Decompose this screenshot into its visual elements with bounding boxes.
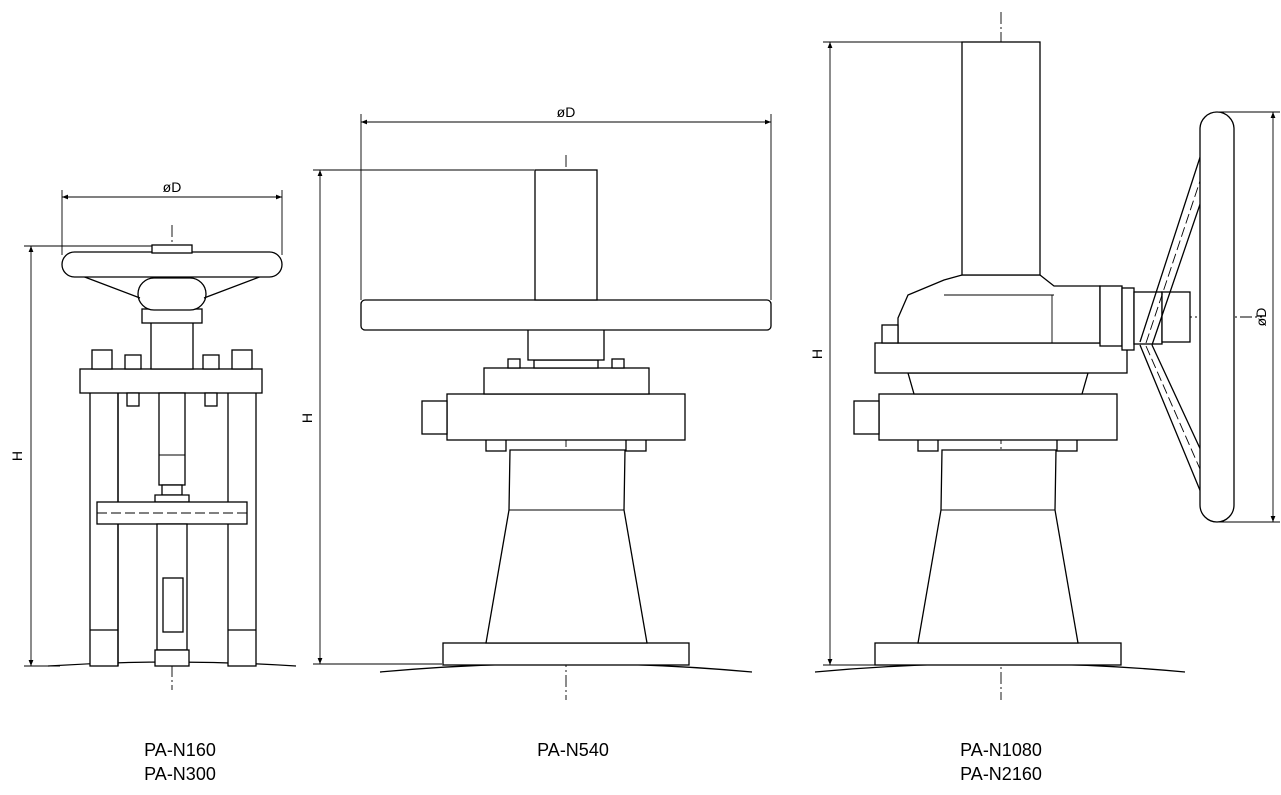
drawing-medium-unit: øD H: [299, 104, 772, 700]
model-label-pa-n2160: PA-N2160: [960, 764, 1042, 784]
diameter-label-small: øD: [163, 179, 182, 195]
diameter-label-large: øD: [1253, 308, 1269, 327]
height-label-large: H: [809, 349, 825, 359]
height-label-small: H: [9, 451, 25, 461]
model-label-pa-n160: PA-N160: [144, 740, 216, 760]
height-label-medium: H: [299, 413, 315, 423]
model-label-pa-n300: PA-N300: [144, 764, 216, 784]
diameter-label-medium: øD: [557, 104, 576, 120]
drawing-small-unit: øD H: [9, 179, 297, 690]
model-label-pa-n1080: PA-N1080: [960, 740, 1042, 760]
model-label-pa-n540: PA-N540: [537, 740, 609, 760]
drawing-large-unit: H øD: [809, 12, 1280, 700]
